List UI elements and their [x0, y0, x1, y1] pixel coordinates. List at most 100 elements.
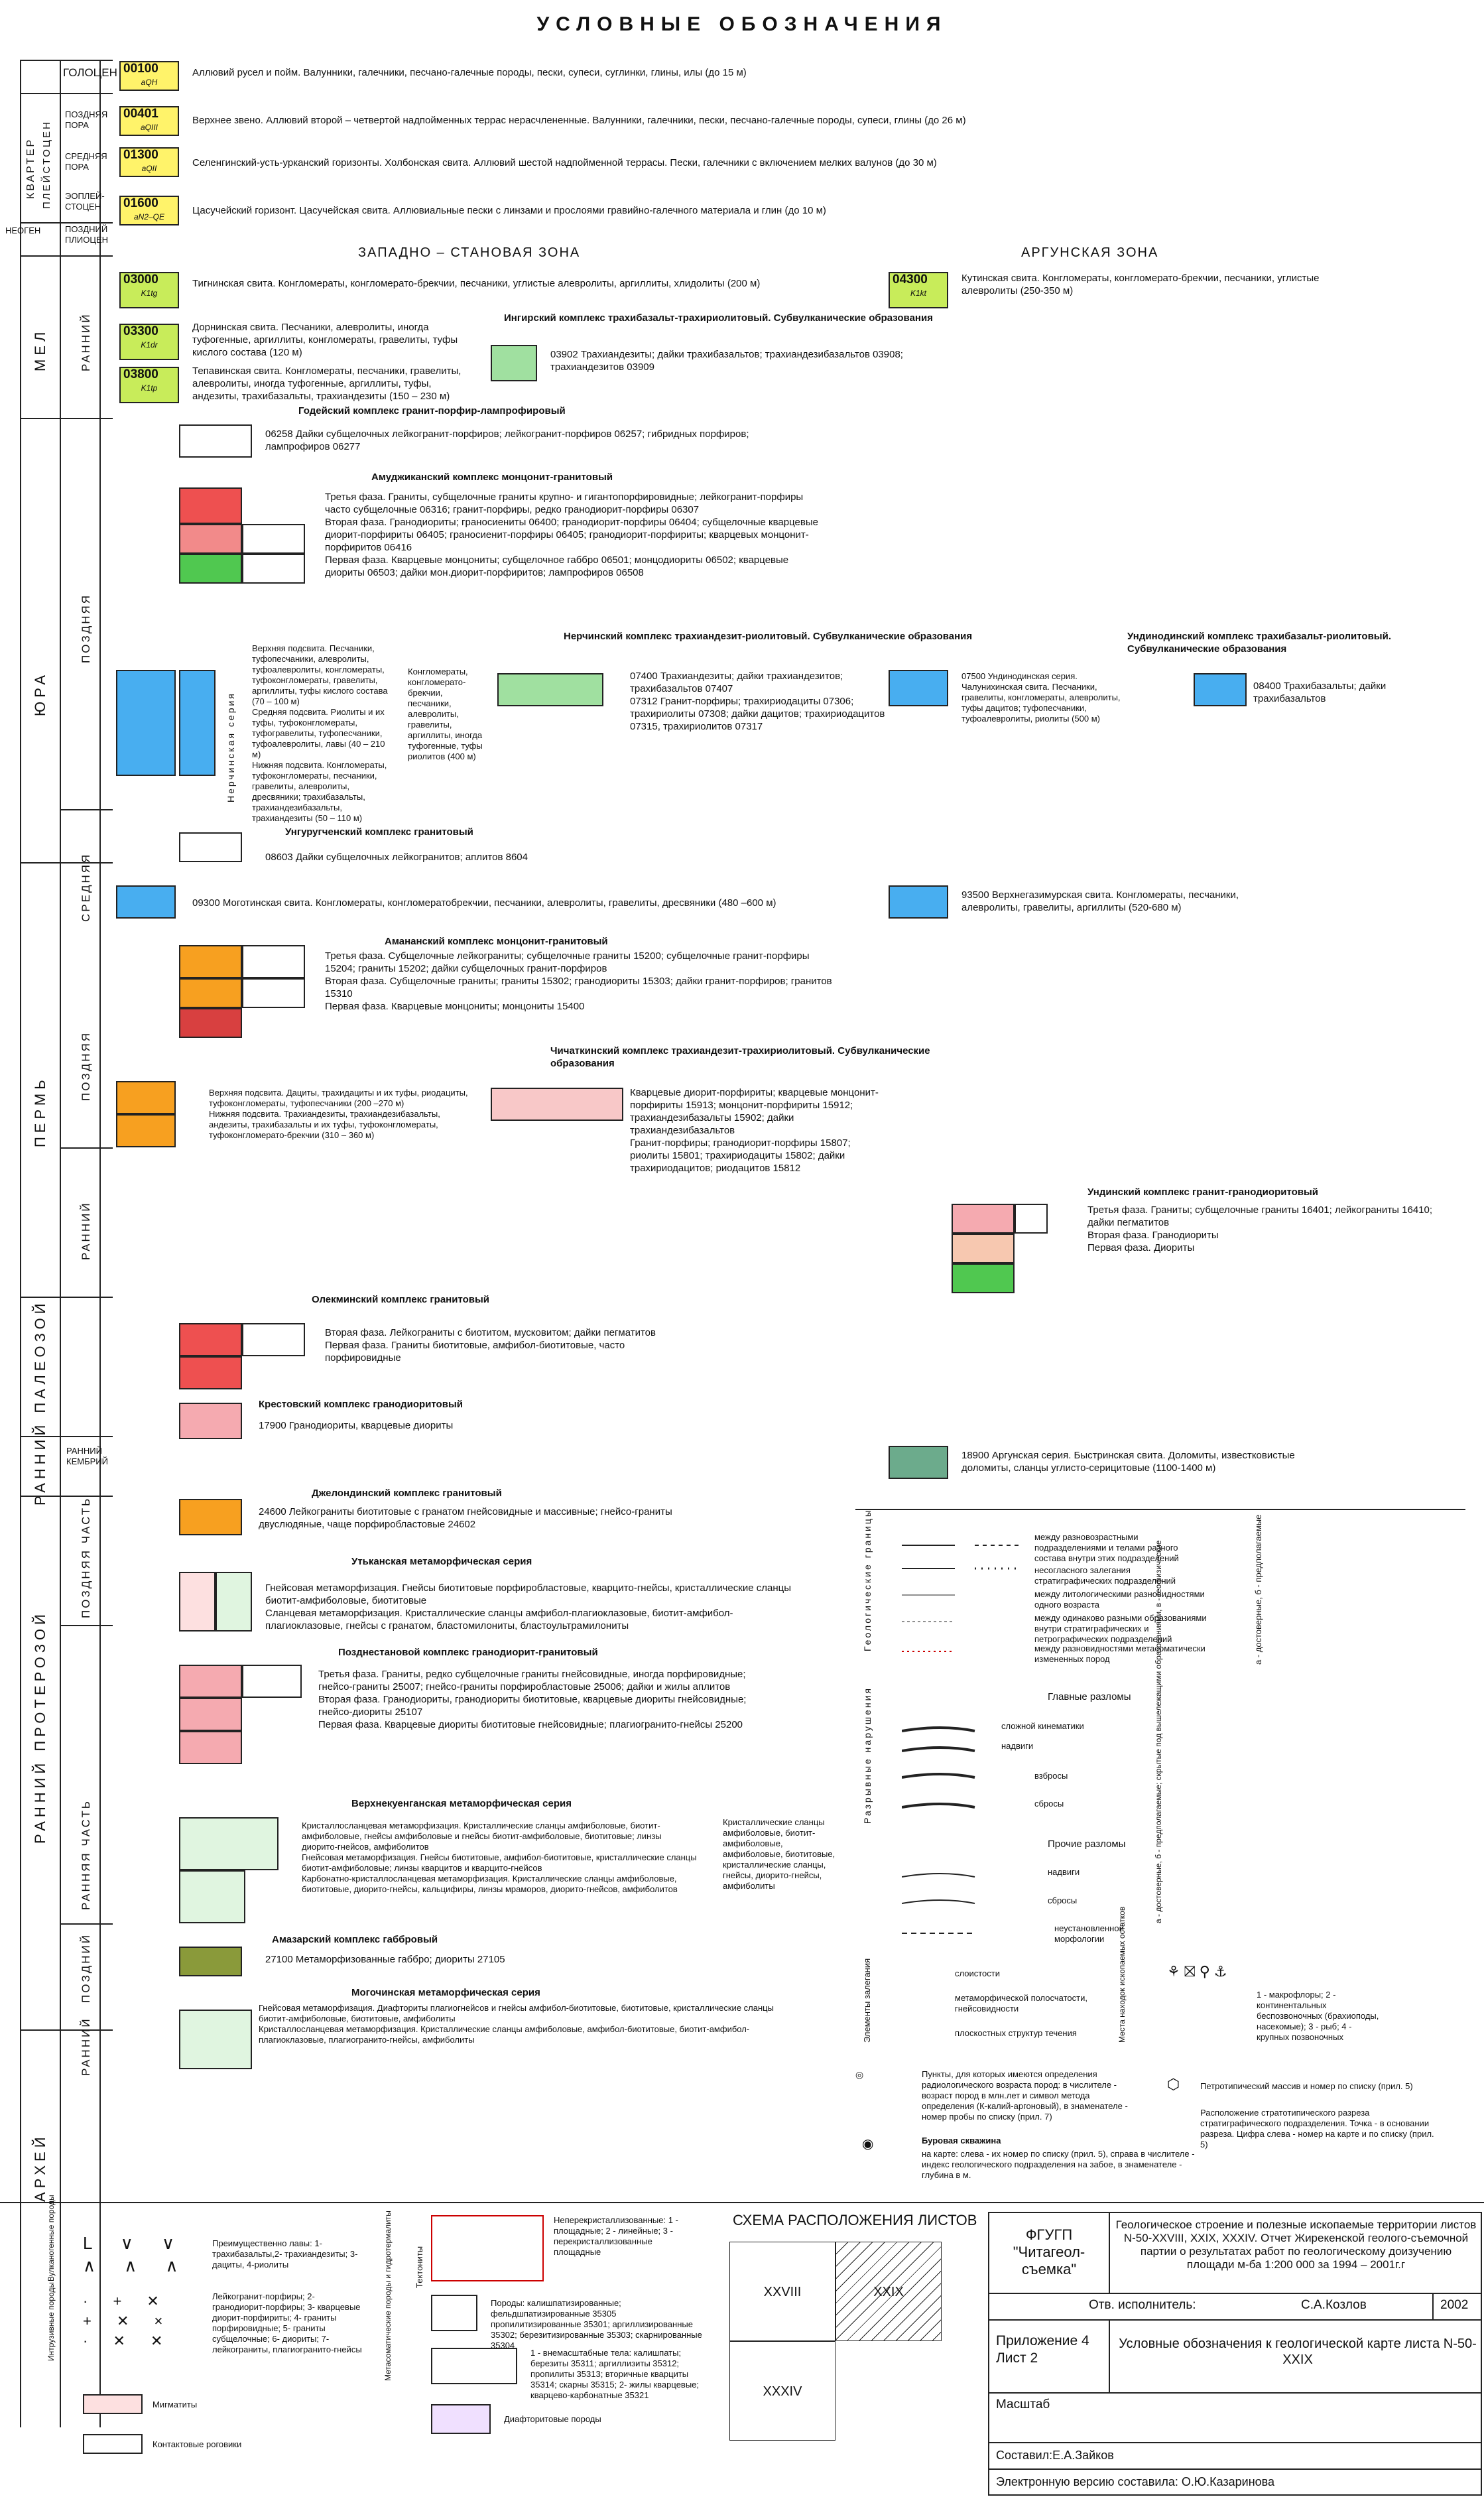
volcanic-text: Преимущественно лавы: 1-трахибазальты,2-…: [212, 2238, 358, 2270]
block-title: Позднестановой комплекс гранодиорит-гран…: [338, 1647, 598, 1658]
report-desc: Геологическое строение и полезные ископа…: [1115, 2218, 1477, 2271]
label-early-cambrian: РАННИЙ КЕМБРИЙ: [66, 1446, 108, 1466]
veins-box: [431, 2348, 517, 2384]
unit-desc: Селенгинский-усть-урканский горизонты. Х…: [192, 157, 937, 168]
block-text: Гнейсовая метаморфизация. Гнейсы биотито…: [265, 1582, 791, 1632]
block-text: Верхняя подсвита. Песчаники, туфопесчани…: [252, 643, 388, 823]
gb-side: а - достоверные, б - предполагаемые: [1253, 1514, 1263, 1665]
block-title: Олекминский комплекс гранитовый: [312, 1294, 490, 1305]
migmatites-label: Мигматиты: [153, 2400, 198, 2409]
compiled-by: Составил:Е.А.Зайков: [996, 2449, 1114, 2462]
intrusive-glyphs: · + ✕+ ✕ ×· ✕ ✕: [83, 2293, 174, 2349]
unit-desc: Верхнее звено. Аллювий второй – четверто…: [192, 115, 966, 126]
intrusion-box: [1015, 1204, 1048, 1234]
block-title: Унгуругченский комплекс гранитовый: [285, 826, 473, 838]
fault-item: сбросы: [1048, 1895, 1078, 1905]
intrusion-box: [179, 524, 242, 554]
appendix: Приложение 4 Лист 2: [996, 2333, 1089, 2366]
fault-lines: [902, 1726, 975, 1934]
block-title: Крестовский комплекс гранодиоритовый: [259, 1399, 463, 1410]
unit-desc: Дорнинская свита. Песчаники, алевролиты,…: [192, 322, 458, 358]
label-cretaceous: МЕЛ: [32, 328, 48, 371]
block-title: Ундинодинский комплекс трахибазальт-риол…: [1127, 631, 1392, 655]
zone-west: ЗАПАДНО – СТАНОВАЯ ЗОНА: [358, 245, 581, 260]
intrusion-box: [179, 1323, 242, 1356]
intrusion-box: [497, 673, 603, 706]
intrusion-box: [179, 1947, 242, 1976]
fault-item: надвиги: [1001, 1741, 1034, 1751]
series-label: Нерчинская серия: [225, 692, 236, 802]
intrusion-box: [179, 1698, 242, 1731]
block-text: Третья фаза. Граниты, субщелочные гранит…: [325, 491, 818, 578]
el-item: плоскостных структур течения: [955, 2028, 1077, 2038]
intrusion-box: [242, 1323, 305, 1356]
sheet-title: Условные обозначения к геологической кар…: [1119, 2337, 1477, 2367]
label-late-p: ПОЗДНЯЯ: [80, 1031, 92, 1101]
block-text: Гнейсовая метаморфизация. Диафториты пла…: [259, 2003, 774, 2045]
intrusion-box: [179, 832, 242, 862]
block-text: Конгломераты, конгломерато-брекчии, песч…: [408, 667, 483, 761]
gb-item: несогласного залегания стратиграфических…: [1034, 1565, 1176, 1586]
sheet-cell-current: XXIX: [835, 2242, 942, 2341]
fault-item: сбросы: [1034, 1799, 1064, 1809]
unit-box: [889, 885, 948, 919]
intrusion-box: [179, 1665, 242, 1698]
unit-desc: Кутинская свита. Конгломераты, конгломер…: [961, 273, 1320, 296]
age-points-text: Пункты, для которых имеются определения …: [922, 2069, 1128, 2122]
label-volcanic: Вулканогенные породы: [46, 2195, 56, 2281]
intrusion-box: [179, 1499, 242, 1535]
label-holocene: ГОЛОЦЕН: [63, 66, 117, 79]
label-late-epoch: ПОЗДНЯЯ ПОРА: [65, 109, 108, 130]
label-early-paleozoic: РАННИЙ ПАЛЕОЗОЙ: [32, 1299, 48, 1505]
label-faults: Разрывные нарушения: [862, 1687, 873, 1824]
block-text: 08603 Дайки субщелочных лейкогранитов; а…: [265, 852, 528, 863]
fossil-text: 1 - макрофлоры; 2 - континентальных бесп…: [1257, 1990, 1379, 2042]
migmatite-box: [83, 2394, 143, 2414]
block-title: Могочинская метаморфическая серия: [351, 1987, 540, 1998]
label-geo-boundaries: Геологические границы: [862, 1508, 873, 1651]
block-text: Кристаллические сланцы амфиболовые, биот…: [723, 1817, 835, 1891]
label-early-a: РАННИЙ: [80, 2017, 92, 2076]
intrusion-box: [179, 945, 242, 978]
borehole-text: на карте: слева - их номер по списку (пр…: [922, 2149, 1195, 2180]
metasomatic-text: Породы: калишпатизированные; фельдшпатиз…: [491, 2298, 702, 2350]
block-text: 07400 Трахиандезиты; дайки трахиандезито…: [630, 671, 885, 732]
block-title: Чичаткинский комплекс трахиандезит-трахи…: [550, 1045, 930, 1069]
veins-text: 1 - внемасштабные тела: калишпаты; берез…: [530, 2348, 700, 2400]
label-early-proterozoic: РАННИЙ ПРОТЕРОЗОЙ: [32, 1610, 48, 1844]
block-text: 03902 Трахиандезиты; дайки трахибазальто…: [550, 349, 903, 373]
label-fossils: Места находок ископаемых остатков: [1117, 1906, 1127, 2043]
gb-item: между литологическими разновидностями од…: [1034, 1589, 1205, 1610]
block-text: 24600 Лейкограниты биотитовые с гранатом…: [259, 1506, 672, 1530]
intrusion-box: [179, 978, 242, 1008]
block-text: 07500 Ундинодинская серия. Чалунихинская…: [961, 671, 1121, 724]
fault-item: взбросы: [1034, 1771, 1068, 1781]
intrusion-box: [242, 978, 305, 1008]
unit-desc: Цасучейский горизонт. Цасучейская свита.…: [192, 205, 826, 216]
block-text: 18900 Аргунская серия. Быстринская свита…: [961, 1450, 1295, 1474]
sheet-cell: XXXIV: [729, 2341, 835, 2441]
scale-label: Масштаб: [996, 2398, 1050, 2411]
page-title: УСЛОВНЫЕ ОБОЗНАЧЕНИЯ: [536, 13, 948, 35]
label-eopleistocene: ЭОПЛЕЙ-СТОЦЕН: [65, 191, 105, 212]
intrusion-box: [952, 1204, 1015, 1234]
unit-box: [179, 1572, 216, 1632]
fault-item: надвиги: [1048, 1867, 1080, 1877]
unit-box: [179, 1870, 245, 1923]
unit-box: [216, 1572, 252, 1632]
block-title: Годейский комплекс гранит-порфир-лампроф…: [298, 405, 566, 416]
boundary-lines: [902, 1545, 1021, 1652]
unit-box: [179, 670, 216, 776]
label-early-k: РАННИЙ: [80, 312, 92, 371]
label-middle-epoch: СРЕДНЯЯ ПОРА: [65, 151, 107, 172]
block-title: Утьканская метаморфическая серия: [351, 1556, 532, 1567]
intrusion-box: [242, 1665, 302, 1698]
intrusion-box: [491, 345, 537, 381]
tectonite-text: Неперекристаллизованные: 1 - площадные; …: [554, 2215, 678, 2257]
unit-box: [179, 1817, 278, 1870]
diaphthorite-label: Диафторитовые породы: [504, 2414, 601, 2424]
